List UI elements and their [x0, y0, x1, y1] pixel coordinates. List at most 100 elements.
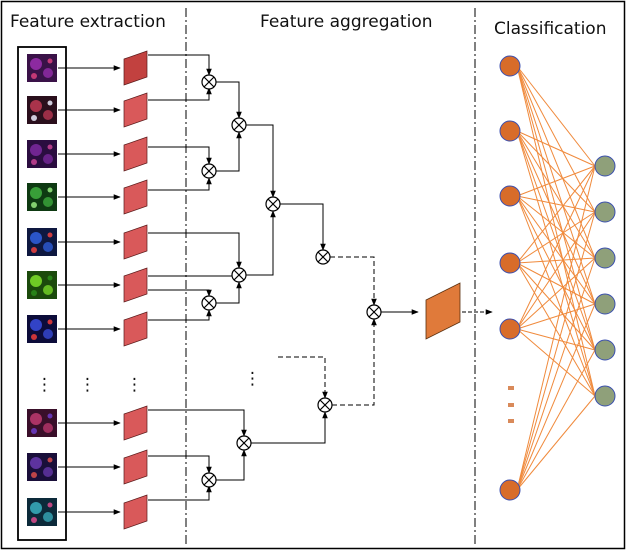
- feature-map: [123, 405, 148, 441]
- network-edge: [516, 211, 596, 330]
- thumbnail-cell: [30, 100, 42, 112]
- thumbnail-cell: [43, 242, 53, 252]
- network-edge: [516, 303, 596, 491]
- thumbnail-background: [27, 228, 57, 256]
- thumbnail-spot: [47, 319, 53, 325]
- multiply-node-cross: [319, 399, 331, 411]
- thumbnail-background: [27, 315, 57, 343]
- output-node: [594, 247, 616, 269]
- thumbnail-spot: [47, 457, 53, 463]
- multiply-node-cross: [203, 474, 215, 486]
- network-edge: [516, 65, 596, 397]
- hidden-node: [499, 318, 521, 340]
- network-edge: [516, 195, 596, 305]
- thumbnail-cell: [30, 232, 42, 244]
- output-node: [594, 201, 616, 223]
- input-image-thumbnails: [27, 54, 57, 526]
- thumbnail-cell: [43, 467, 53, 477]
- aggregation-connector: [278, 356, 328, 399]
- input-image-thumbnail: [27, 271, 57, 299]
- multiply-node: [201, 295, 217, 311]
- network-edge: [516, 130, 596, 259]
- multiply-node-cross: [368, 306, 380, 318]
- input-image-thumbnail: [27, 54, 57, 82]
- multiply-node-cross: [233, 119, 245, 131]
- thumbnail-background: [27, 96, 57, 124]
- feature-map: [123, 92, 148, 128]
- thumbnail-cell: [30, 275, 42, 287]
- input-image-thumbnail: [27, 183, 57, 211]
- extraction-arrows: [58, 65, 121, 515]
- multiply-node: [201, 472, 217, 488]
- section-title-extraction: Feature extraction: [10, 12, 166, 32]
- output-node: [594, 385, 616, 407]
- thumbnail-cell: [43, 285, 53, 295]
- thumbnail-cell: [30, 319, 42, 331]
- thumbnail-spot: [47, 187, 53, 193]
- thumbnail-spot: [31, 290, 37, 296]
- network-edge: [516, 130, 596, 213]
- thumbnail-cell: [30, 502, 42, 514]
- network-edge: [516, 195, 596, 351]
- thumbnail-spot: [47, 58, 53, 64]
- network-edge: [516, 303, 596, 330]
- thumbnail-background: [27, 183, 57, 211]
- input-image-thumbnail: [27, 96, 57, 124]
- network-edges: [516, 65, 596, 491]
- thumbnail-spot: [47, 144, 53, 150]
- thumbnail-cell: [43, 154, 53, 164]
- input-image-thumbnail: [27, 409, 57, 437]
- aggregation-connector: [246, 124, 276, 198]
- thumbnail-cell: [30, 413, 42, 425]
- thumbnail-background: [27, 453, 57, 481]
- network-edge: [516, 165, 596, 330]
- multiply-node: [236, 435, 252, 451]
- aggregation-connector: [148, 146, 212, 165]
- hidden-ellipsis-dot: [508, 386, 514, 390]
- aggregation-connector: [251, 411, 328, 444]
- network-edge: [516, 395, 596, 491]
- hidden-node: [499, 252, 521, 274]
- aggregation-connector: [216, 281, 242, 304]
- hidden-node: [499, 479, 521, 501]
- thumbnail-spot: [31, 472, 37, 478]
- input-image-thumbnail: [27, 228, 57, 256]
- multiply-node: [201, 74, 217, 90]
- thumbnail-cell: [30, 58, 42, 70]
- aggregation-connector: [148, 289, 212, 297]
- aggregation-connector: [246, 210, 276, 276]
- thumbnail-cell: [30, 144, 42, 156]
- network-edge: [516, 328, 596, 351]
- hidden-node: [499, 185, 521, 207]
- multiply-node: [231, 117, 247, 133]
- feature-map: [123, 136, 148, 172]
- thumbnail-spot: [47, 413, 53, 419]
- aggregation-connector: [148, 309, 212, 321]
- feature-map: [123, 224, 148, 260]
- network-edge: [516, 65, 596, 351]
- output-node: [594, 293, 616, 315]
- thumbnail-cell: [43, 512, 53, 522]
- multiply-node: [315, 249, 331, 265]
- network-edge: [516, 257, 596, 491]
- thumbnail-spot: [31, 202, 37, 208]
- network-edge: [516, 211, 596, 491]
- multiply-node-cross: [203, 165, 215, 177]
- feature-map: [123, 179, 148, 215]
- hidden-ellipsis-dot: [508, 419, 514, 423]
- thumbnail-spot: [31, 247, 37, 253]
- thumbnail-spot: [47, 100, 53, 106]
- network-edge: [516, 65, 596, 259]
- multiply-node: [231, 267, 247, 283]
- thumbnail-spot: [31, 115, 37, 121]
- thumbnail-cell: [43, 68, 53, 78]
- aggregation-tree: [148, 54, 493, 501]
- feature-maps: [123, 50, 148, 530]
- thumbnail-cell: [30, 187, 42, 199]
- thumbnail-cell: [43, 110, 53, 120]
- classification-network: [499, 55, 616, 501]
- feature-map: [123, 267, 148, 303]
- thumbnail-spot: [31, 159, 37, 165]
- input-image-thumbnail: [27, 140, 57, 168]
- input-image-thumbnail: [27, 453, 57, 481]
